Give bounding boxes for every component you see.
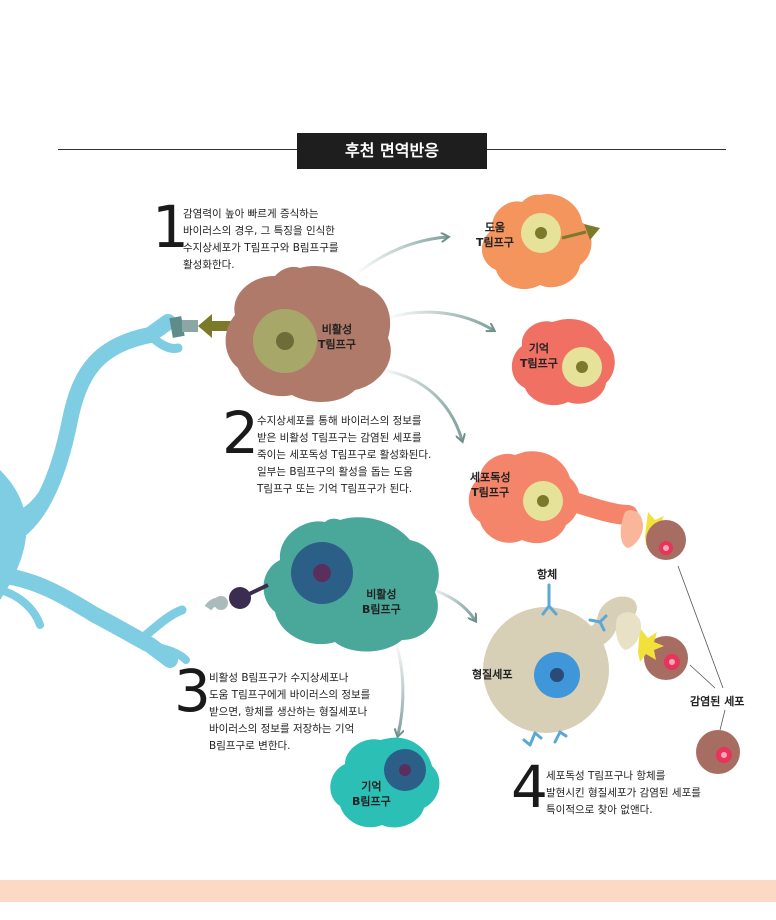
label-line: 기억 <box>361 780 382 793</box>
dendritic-cell <box>0 314 190 668</box>
step-2-line: 받은 비활성 T림프구는 감염된 세포를 <box>257 432 422 444</box>
footer-band <box>0 880 776 902</box>
label-line: 도움 <box>484 221 506 234</box>
helper-t-cell <box>481 194 600 290</box>
inactive-b-label: 비활성 B림프구 <box>362 587 401 617</box>
infected-pointer-lines <box>677 565 726 731</box>
step-4-line: 특이적으로 찾아 없앤다. <box>546 804 653 816</box>
inactive-t-label: 비활성 T림프구 <box>318 322 356 352</box>
step-4-text: 세포독성 T림프구나 항체를 발현시킨 형질세포가 감염된 세포를 특이적으로 … <box>546 768 701 819</box>
arrow-to-memory-t <box>387 310 493 330</box>
step-1-line: 바이러스의 경우, 그 특징을 인식한 <box>183 225 335 237</box>
step-2-line: 일부는 B림프구의 활성을 돕는 도움 <box>257 466 413 478</box>
arrow-to-memory-b <box>395 639 405 735</box>
step-3-line: 바이러스의 정보를 저장하는 기억 <box>209 723 355 735</box>
inactive-t-cell <box>225 265 391 402</box>
infected-cell-1 <box>646 520 686 560</box>
label-line: B림프구 <box>362 603 401 616</box>
label-line: 비활성 <box>321 323 353 336</box>
label-line: B림프구 <box>352 795 391 808</box>
plasma-label: 형질세포 <box>472 668 513 681</box>
step-3-line: 도움 T림프구에게 바이러스의 정보를 <box>209 689 371 701</box>
memory-t-label: 기억 T림프구 <box>520 341 558 371</box>
label-line: T림프구 <box>471 486 510 499</box>
memory-t-cell <box>511 319 615 406</box>
inactive-b-cell <box>204 517 439 652</box>
step-1-text: 감염력이 높아 빠르게 증식하는 바이러스의 경우, 그 특징을 인식한 수지상… <box>183 206 339 274</box>
label-line: T림프구 <box>476 236 514 249</box>
step-3-text: 비활성 B림프구가 수지상세포나 도움 T림프구에게 바이러스의 정보를 받으면… <box>209 670 370 755</box>
antibody-label: 항체 <box>537 568 558 581</box>
step-1-number: 1 <box>152 193 189 261</box>
infected-cell-2 <box>638 628 688 680</box>
label-line: T림프구 <box>520 357 558 370</box>
step-2-line: T림프구 또는 기억 T림프구가 된다. <box>257 483 413 495</box>
step-1-line: 활성화한다. <box>183 259 235 271</box>
antibodies <box>522 583 608 747</box>
step-1-line: 감염력이 높아 빠르게 증식하는 <box>183 208 319 220</box>
step-4-number: 4 <box>511 753 548 821</box>
arrow-to-cytotoxic-t <box>379 368 462 440</box>
cytotoxic-t-cell <box>468 451 670 548</box>
step-3-line: B림프구로 변한다. <box>209 740 291 752</box>
t-receptor-connector <box>169 314 232 338</box>
memory-b-cell <box>330 737 440 828</box>
step-4-line: 발현시킨 형질세포가 감염된 세포를 <box>546 787 701 799</box>
dendritic-cell-body <box>0 470 27 600</box>
step-2-line: 죽이는 세포독성 T림프구로 활성화된다. <box>257 449 432 461</box>
step-4-line: 세포독성 T림프구나 항체를 <box>546 770 666 782</box>
label-line: T림프구 <box>318 338 356 351</box>
diagram-title: 후천 면역반응 <box>297 133 487 169</box>
step-2-number: 2 <box>222 399 259 467</box>
step-2-text: 수지상세포를 통해 바이러스의 정보를 받은 비활성 T림프구는 감염된 세포를… <box>257 413 431 498</box>
label-line: 기억 <box>528 342 550 355</box>
infected-cell-label: 감염된 세포 <box>690 695 745 708</box>
label-line: 세포독성 <box>470 471 511 484</box>
step-3-number: 3 <box>174 657 211 725</box>
label-line: 비활성 <box>366 588 397 601</box>
step-2-line: 수지상세포를 통해 바이러스의 정보를 <box>257 415 422 427</box>
step-3-line: 받으면, 항체를 생산하는 형질세포나 <box>209 706 368 718</box>
step-1-line: 수지상세포가 T림프구와 B림프구를 <box>183 242 339 254</box>
arrow-to-helper-t <box>354 237 447 277</box>
step-3-line: 비활성 B림프구가 수지상세포나 <box>209 672 349 684</box>
helper-t-label: 도움 T림프구 <box>476 220 514 250</box>
infected-cell-3 <box>696 730 740 774</box>
cytotoxic-t-label: 세포독성 T림프구 <box>470 470 510 500</box>
memory-b-label: 기억 B림프구 <box>352 779 391 809</box>
plasma-cell <box>483 596 642 733</box>
